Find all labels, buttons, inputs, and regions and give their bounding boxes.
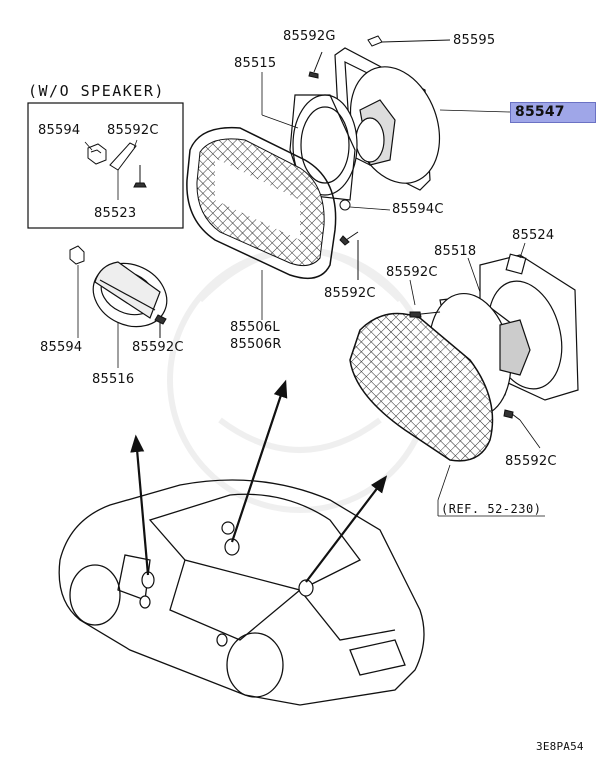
pointer-arrows [130, 379, 388, 583]
callout-85506R: 85506R [230, 337, 282, 352]
without-speaker-heading: (W/O SPEAKER) [28, 82, 165, 100]
screw-85592C-mid [409, 311, 441, 318]
screw-85592C-left [154, 314, 167, 338]
callout-85506L: 85506L [230, 320, 280, 335]
grille-85506 [186, 126, 337, 280]
callout-85523: 85523 [94, 206, 137, 221]
car-speaker-markers [139, 521, 314, 647]
callout-85594-box: 85594 [38, 123, 81, 138]
callout-85592C-left: 85592C [132, 340, 184, 355]
reference-label: (REF. 52-230) [441, 502, 542, 516]
callout-85594-left: 85594 [40, 340, 83, 355]
car-illustration [58, 479, 425, 706]
callout-85592C-box: 85592C [107, 123, 159, 138]
mesh-grille-right [349, 312, 494, 462]
diagram-code: 3E8PA54 [536, 740, 584, 753]
callout-85547-highlighted[interactable]: 85547 [510, 102, 596, 123]
speaker-85516 [92, 261, 168, 328]
screw-85592C-right [503, 409, 521, 421]
callout-85595: 85595 [453, 33, 496, 48]
callout-85594C: 85594C [392, 202, 444, 217]
clip-85594-left [69, 245, 85, 265]
callout-85592C-mid: 85592C [386, 265, 438, 280]
speaker-85547 [289, 47, 441, 201]
callout-85592G: 85592G [283, 29, 336, 44]
nut-85594C [339, 199, 351, 211]
callout-85515: 85515 [234, 56, 277, 71]
screw-85592C-center [339, 231, 359, 280]
callout-85592C-right: 85592C [505, 454, 557, 469]
callout-85592C-center: 85592C [324, 286, 376, 301]
without-speaker-box [27, 102, 184, 229]
clip-85594-box [87, 143, 107, 165]
callout-85516: 85516 [92, 372, 135, 387]
callout-85524: 85524 [512, 228, 555, 243]
callout-85518: 85518 [434, 244, 477, 259]
bracket-85523 [109, 142, 137, 171]
screw-85592C-box [133, 165, 147, 188]
screw-85592G [308, 51, 323, 79]
screw-85595 [367, 35, 451, 47]
